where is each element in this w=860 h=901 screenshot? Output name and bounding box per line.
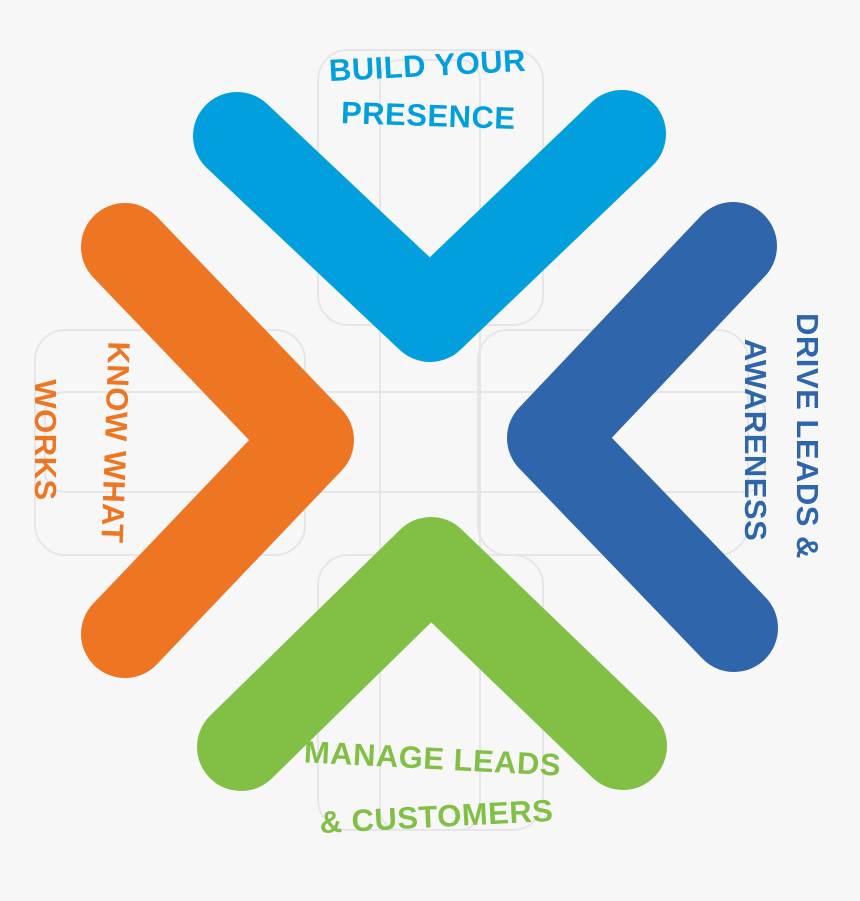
chevron-manage-leads [197, 517, 667, 791]
label-build-line2: PRESENCE [341, 95, 517, 136]
watermark-vertical [379, 59, 481, 831]
label-drive-line1: DRIVE LEADS & [790, 313, 825, 559]
label-know-line1: KNOW WHAT [94, 341, 136, 544]
chevron-drive-leads [507, 202, 778, 672]
chevron-know-what-works [81, 203, 354, 678]
chevron-build-presence [193, 90, 666, 362]
label-manage-leads: MANAGE LEADS & CUSTOMERS [303, 734, 562, 840]
label-know-what-works: KNOW WHAT WORKS [28, 341, 137, 544]
watermark-cross [34, 49, 766, 831]
label-manage-line2: & CUSTOMERS [319, 793, 555, 840]
label-drive-line2: AWARENESS [738, 339, 773, 542]
label-manage-line1: MANAGE LEADS [303, 734, 562, 782]
label-drive-leads: DRIVE LEADS & AWARENESS [738, 313, 825, 559]
watermark-horizontal [44, 391, 766, 493]
label-know-line2: WORKS [28, 379, 63, 500]
label-build-presence: BUILD YOUR PRESENCE [328, 43, 527, 136]
